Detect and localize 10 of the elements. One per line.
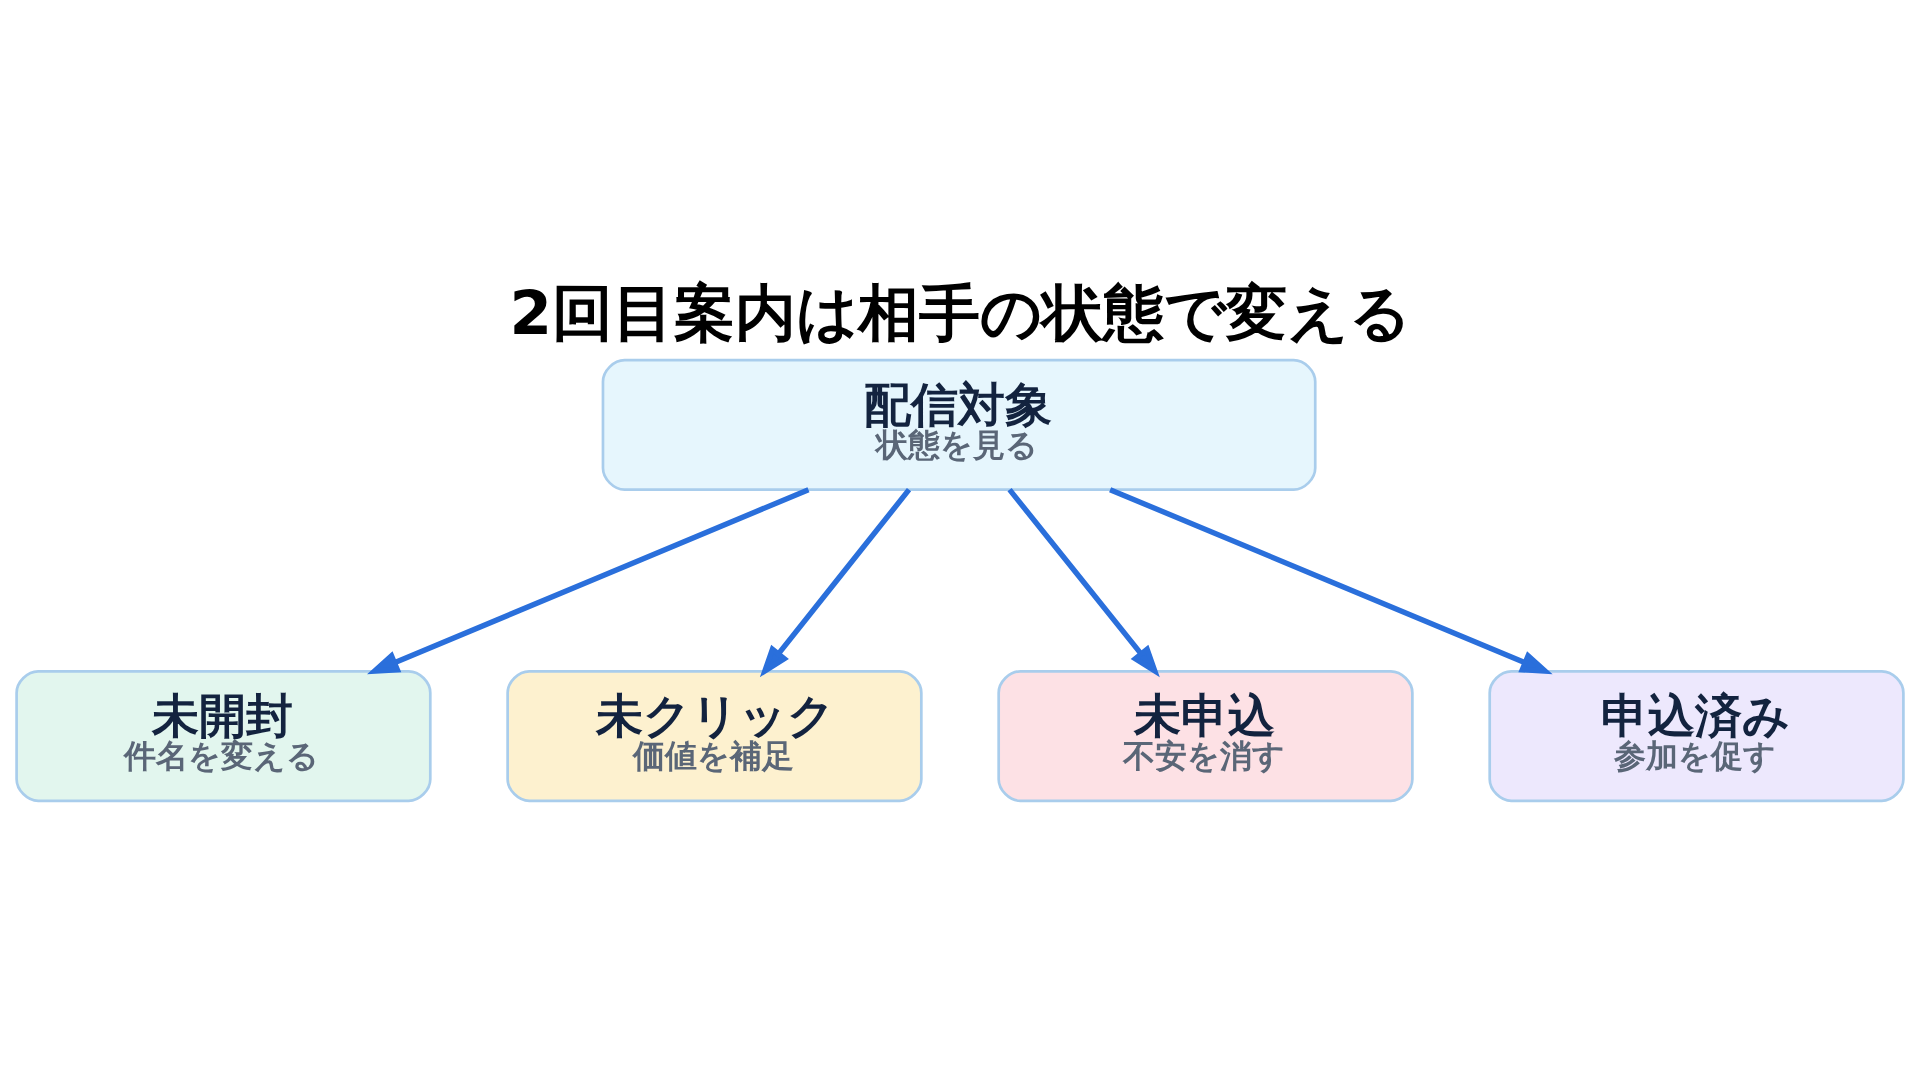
node-box: 未クリック 価値を補足 [506,669,923,803]
arrow [1007,487,1160,678]
arrow [759,488,912,678]
node-box: 未申込 不安を消す [997,669,1414,803]
node-box: 配信対象 状態を見る [601,358,1317,491]
node-box: 未開封 件名を変える [15,669,432,803]
arrow [1109,487,1553,675]
arrow [366,487,810,675]
diagram-title: 2回目案内は相手の状態で変える [509,276,1411,348]
node-box: 申込済み 参加を促す [1488,669,1905,803]
